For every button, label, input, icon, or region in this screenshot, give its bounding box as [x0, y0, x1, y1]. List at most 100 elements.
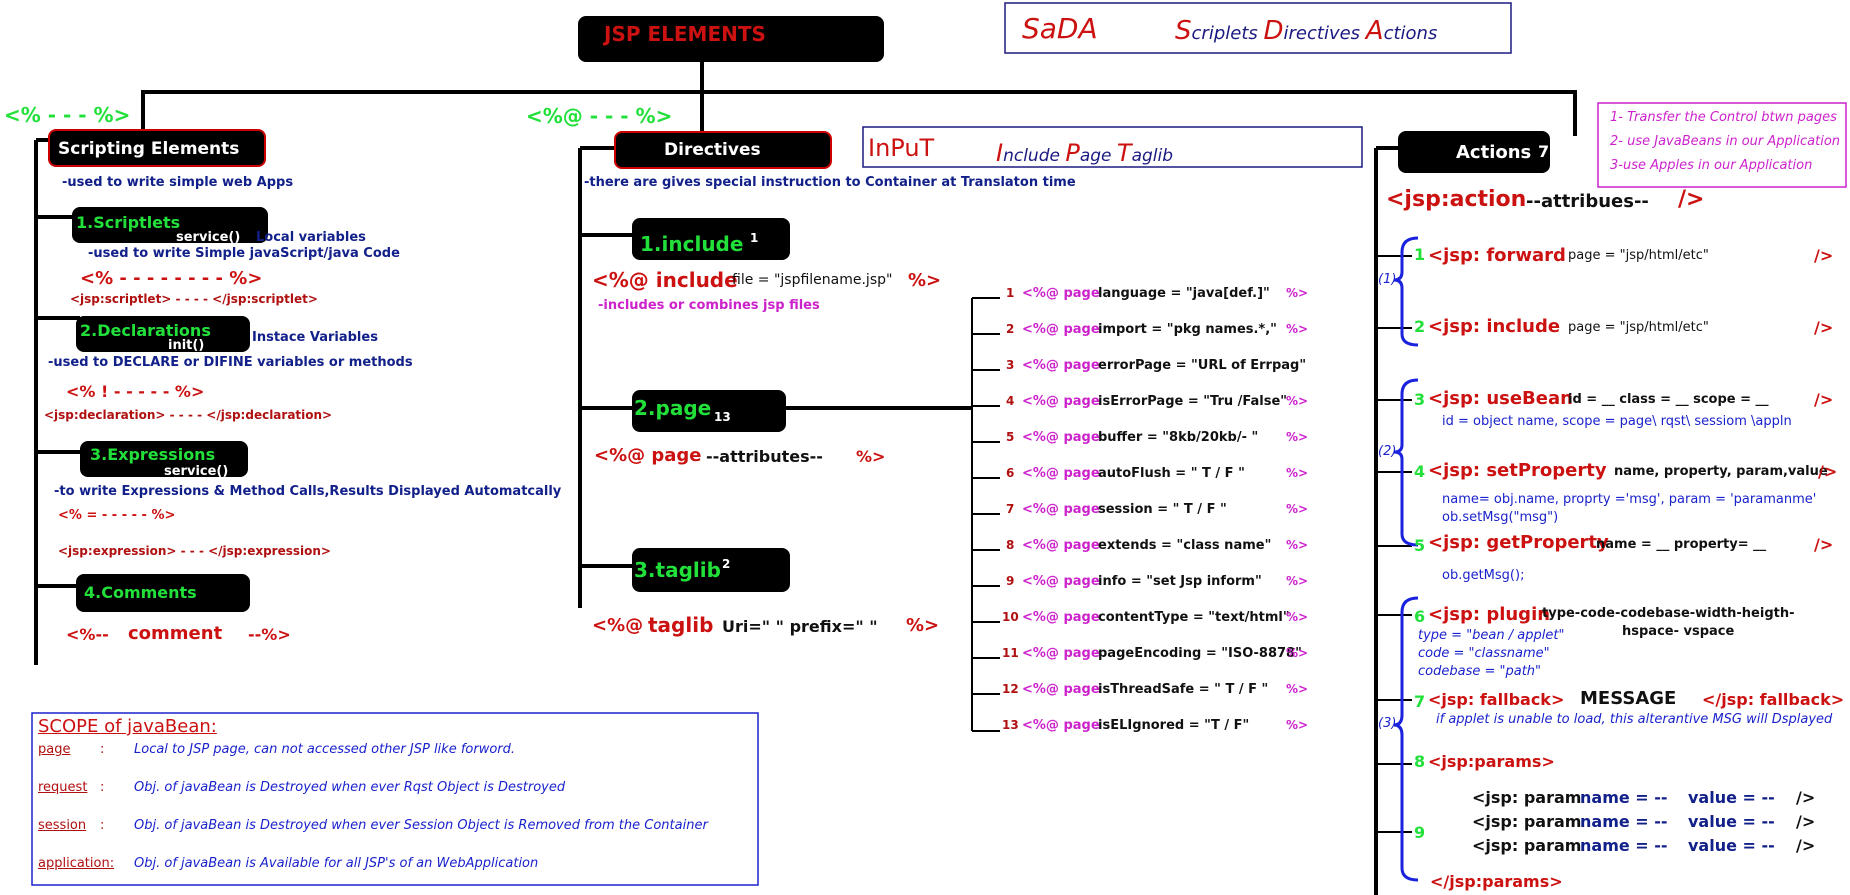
scope-title: SCOPE of javaBean: — [38, 716, 217, 737]
page-attr-value: extends = "class name" — [1098, 538, 1272, 553]
action-4-note: name= obj.name, proprty ='msg', param = … — [1442, 492, 1817, 507]
page-attr-number: 11 — [1002, 646, 1019, 660]
param-value: value = -- — [1688, 788, 1775, 807]
page-attr-prefix: <%@ page — [1022, 322, 1100, 337]
action-5-close: /> — [1814, 535, 1834, 554]
param-value: value = -- — [1688, 836, 1775, 855]
actions-title: Actions — [1456, 142, 1532, 163]
declarations-syntax: <% ! - - - - - %> — [66, 382, 205, 401]
scriptlets-syntax: <% - - - - - - - - %> — [80, 268, 263, 289]
input-i-rest: nclude — [1003, 146, 1066, 166]
action-2-attr: page = "jsp/html/etc" — [1568, 320, 1709, 335]
include-box — [632, 218, 790, 260]
action-1-num: 1 — [1414, 245, 1426, 264]
declarations-tag: <jsp:declaration> - - - - </jsp:declarat… — [44, 408, 333, 422]
directives-marker: <%@ - - - %> — [526, 104, 673, 128]
declarations-desc: -used to DECLARE or DIFINE variables or … — [48, 355, 413, 370]
page-directive-attr: --attributes-- — [706, 447, 823, 466]
expressions-syntax: <% = - - - - - %> — [58, 508, 176, 523]
page-attr-value: isThreadSafe = " T / F " — [1098, 682, 1269, 697]
input-short: InPuT — [868, 134, 935, 162]
page-attr-number: 1 — [1006, 286, 1015, 300]
input-t-rest: aglib — [1131, 146, 1174, 166]
page-attr-end: %> — [1286, 538, 1309, 552]
page-attr-prefix: <%@ page — [1022, 574, 1100, 589]
scope-key: request — [38, 780, 88, 795]
param-name: name = -- — [1580, 836, 1668, 855]
scriptlets-desc: -used to write Simple javaScript/java Co… — [88, 246, 400, 261]
action-3-note: id = object name, scope = page\ rqst\ se… — [1442, 414, 1792, 429]
action-1-close: /> — [1814, 246, 1834, 265]
param-tag: <jsp: param — [1472, 788, 1582, 807]
sada-a-rest: ctions — [1383, 23, 1438, 44]
action-4-num: 4 — [1414, 462, 1426, 481]
action-7-note: if applet is unable to load, this altera… — [1436, 712, 1833, 727]
page-attr-end: %> — [1286, 718, 1309, 732]
page-attr-number: 13 — [1002, 718, 1019, 732]
action-2-num: 2 — [1414, 317, 1426, 336]
action-7-message: MESSAGE — [1580, 688, 1677, 709]
page-attr-prefix: <%@ page — [1022, 718, 1100, 733]
page-attr-prefix: <%@ page — [1022, 430, 1100, 445]
page-attr-value: contentType = "text/html" — [1098, 610, 1290, 625]
comments-word: comment — [128, 623, 223, 644]
action-9-num: 9 — [1414, 823, 1426, 842]
taglib-attr: Uri=" " prefix=" " — [722, 617, 878, 636]
action-4-note2: ob.setMsg("msg") — [1442, 510, 1559, 525]
taglib-close: %> — [906, 615, 940, 636]
action-2-tag: <jsp: include — [1428, 316, 1561, 337]
scope-value: Local to JSP page, can not accessed othe… — [134, 742, 516, 757]
actions-note-2: 2- use JavaBeans in our Application — [1610, 134, 1841, 149]
directives-desc: -there are gives special instruction to … — [584, 175, 1076, 190]
action-6-attr: type-code-codebase-width-heigth- — [1542, 606, 1795, 621]
page-attr-value: buffer = "8kb/20kb/- " — [1098, 430, 1259, 445]
page-attr-number: 5 — [1006, 430, 1015, 444]
scriptlets-box — [72, 207, 268, 243]
actions-note-1: 1- Transfer the Control btwn pages — [1610, 110, 1837, 125]
action-3-attr: id = __ class = __ scope = __ — [1568, 392, 1769, 407]
input-i: I — [996, 139, 1004, 167]
scriptlets-note: Local variables — [256, 230, 366, 245]
action-6-num: 6 — [1414, 607, 1426, 626]
actions-count: 7 — [1538, 142, 1550, 161]
params-close: </jsp:params> — [1430, 872, 1563, 891]
page-attr-value: isErrorPage = "Tru /False" — [1098, 394, 1288, 409]
declarations-box — [76, 316, 250, 352]
param-name: name = -- — [1580, 812, 1668, 831]
include-title: 1.include — [640, 232, 744, 256]
group-label-3: (3) — [1378, 716, 1397, 731]
action-5-attr: name = __ property= __ — [1596, 537, 1767, 552]
directives-box — [614, 131, 832, 169]
action-4-close: /> — [1818, 462, 1838, 481]
sada-a: A — [1365, 16, 1384, 46]
sada-d-rest: irectives — [1283, 23, 1366, 44]
param-value: value = -- — [1688, 812, 1775, 831]
include-attr: file = "jspfilename.jsp" — [732, 272, 893, 288]
scriptlets-method: service() — [176, 230, 241, 245]
taglib-title: 3.taglib — [634, 558, 721, 582]
include-count: 1 — [750, 231, 759, 245]
page-attr-number: 4 — [1006, 394, 1015, 408]
action-4-tag: <jsp: setProperty — [1428, 460, 1607, 481]
action-7-tag: <jsp: fallback> — [1428, 690, 1565, 709]
page-directive-count: 13 — [714, 410, 731, 424]
action-3-close: /> — [1814, 390, 1834, 409]
page-attr-prefix: <%@ page — [1022, 682, 1100, 697]
action-1-attr: page = "jsp/html/etc" — [1568, 248, 1709, 263]
action-generic-tag: <jsp:action — [1386, 187, 1527, 212]
action-5-tag: <jsp: getProperty — [1428, 532, 1609, 553]
page-attr-prefix: <%@ page — [1022, 538, 1100, 553]
scripting-box — [48, 129, 266, 167]
action-6-note-2: code = "classname" — [1418, 646, 1550, 661]
action-1-tag: <jsp: forward — [1428, 245, 1566, 266]
include-close: %> — [908, 270, 942, 291]
taglib-keyword: taglib — [648, 613, 714, 637]
page-title: JSP ELEMENTS — [604, 22, 766, 46]
sada-expansion: Scriplets Directives Actions — [1175, 16, 1437, 46]
param-name: name = -- — [1580, 788, 1668, 807]
page-attr-number: 2 — [1006, 322, 1015, 336]
group-label-1: (1) — [1378, 272, 1397, 287]
page-attr-value: info = "set Jsp inform" — [1098, 574, 1262, 589]
sada-d: D — [1263, 16, 1284, 46]
scripting-title: Scripting Elements — [58, 139, 240, 159]
